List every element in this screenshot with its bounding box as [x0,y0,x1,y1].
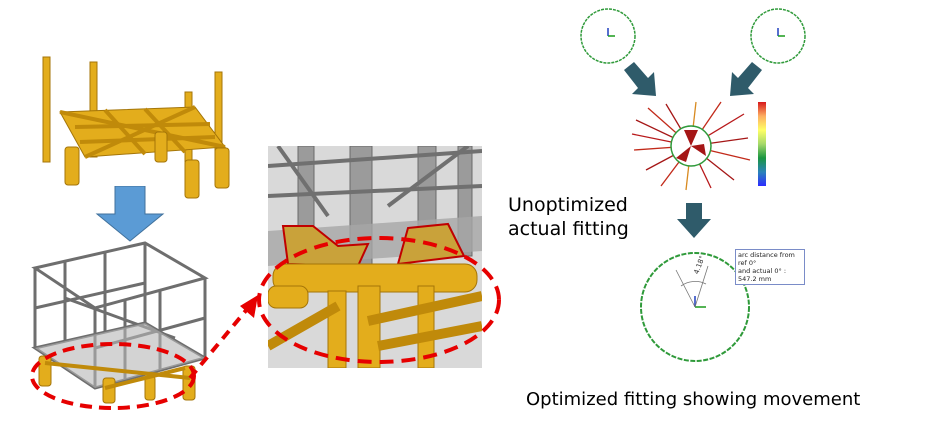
unoptimized-label: Unoptimized actual fitting [508,193,629,241]
merge-arrow-right-icon [724,60,764,100]
deviation-plot-image [626,100,756,192]
unoptimized-line-2: actual fitting [508,218,629,240]
down-arrow-icon [95,186,165,242]
connection-zoom-image [268,146,482,368]
zoom-arrow-icon [188,290,268,380]
reference-ring-right [748,6,808,66]
jacket-structure-image [35,52,235,202]
optimized-label: Optimized fitting showing movement [526,389,861,410]
arc-distance-callout: arc distance from ref 0° and actual 0° :… [735,249,805,285]
color-scale-bar [758,102,766,186]
callout-value: 547.2 mm [738,275,772,283]
highlight-ellipse-large [254,232,504,368]
optimized-ring-image [636,246,754,368]
down-arrow-teal-icon [676,203,712,239]
callout-line-2: and actual 0° : [738,267,787,275]
module-on-jacket-image [25,238,215,408]
unoptimized-line-1: Unoptimized [508,194,628,216]
reference-ring-left [578,6,638,66]
callout-line-1: arc distance from ref 0° [738,251,795,267]
merge-arrow-left-icon [622,60,662,100]
highlight-ellipse-small [28,340,198,412]
